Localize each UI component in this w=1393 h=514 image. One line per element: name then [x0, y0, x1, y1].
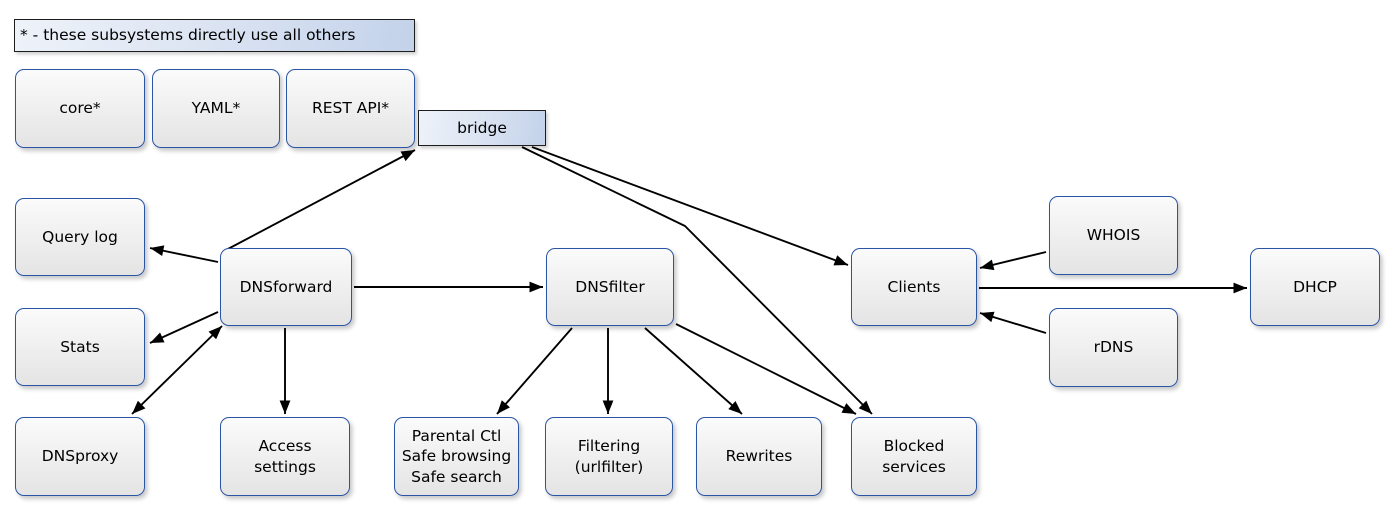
- arrowhead-e-bridge-blocked-end: [858, 400, 872, 414]
- node-dhcp[interactable]: DHCP: [1250, 248, 1380, 326]
- node-yaml[interactable]: YAML*: [152, 69, 280, 148]
- arrowhead-e-dnsforward-dnsfilter-end: [529, 281, 543, 293]
- node-filtering[interactable]: Filtering (urlfilter): [545, 417, 673, 496]
- node-stats[interactable]: Stats: [15, 308, 145, 386]
- node-access[interactable]: Access settings: [220, 417, 350, 496]
- node-label: DNSfilter: [575, 277, 645, 296]
- node-label: Query log: [42, 227, 118, 246]
- node-label: bridge: [457, 118, 507, 137]
- arrowhead-e-clients-dhcp-end: [1233, 282, 1247, 294]
- arrowhead-e-dnsforward-querylog-end: [150, 245, 165, 257]
- edge-line: [979, 251, 1047, 269]
- node-label: * - these subsystems directly use all ot…: [20, 26, 356, 45]
- legend-note[interactable]: * - these subsystems directly use all ot…: [14, 19, 415, 52]
- arrowhead-e-dnsproxy-dnsforward-end: [208, 326, 222, 340]
- edge-dnsfilter-to-rewrites: [644, 327, 743, 415]
- arrowhead-e-dnsproxy-dnsforward-start: [132, 400, 146, 414]
- node-label: Blocked services: [882, 437, 946, 476]
- arrowhead-e-dnsforward-stats-end: [150, 332, 165, 343]
- edge-line: [979, 312, 1047, 334]
- edge-dnsproxy-to-dnsforward: [131, 325, 223, 415]
- node-label: Clients: [887, 277, 941, 296]
- node-restapi[interactable]: REST API*: [286, 69, 415, 148]
- edge-clients-to-dhcp: [979, 282, 1247, 294]
- arrowhead-e-dnsforward-access-end: [279, 400, 291, 414]
- edge-dnsforward-to-stats: [149, 311, 219, 344]
- arrowhead-e-dnsforward-bridge-end: [400, 150, 415, 162]
- node-label: Parental Ctl Safe browsing Safe search: [401, 426, 512, 486]
- node-label: Stats: [60, 337, 100, 356]
- edge-whois-to-clients: [979, 251, 1047, 271]
- node-label: DNSforward: [239, 277, 333, 296]
- edge-dnsforward-to-querylog: [149, 245, 219, 263]
- edge-line: [225, 149, 416, 251]
- edge-dnsfilter-to-parental: [496, 327, 573, 415]
- edge-dnsforward-to-dnsfilter: [354, 281, 543, 293]
- edge-dnsforward-to-access: [279, 328, 291, 414]
- node-rdns[interactable]: rDNS: [1049, 308, 1178, 387]
- node-label: Access settings: [254, 437, 316, 476]
- node-label: DHCP: [1293, 277, 1337, 296]
- node-dnsforward[interactable]: DNSforward: [220, 248, 352, 326]
- edge-line: [131, 325, 223, 415]
- edge-line: [675, 323, 857, 415]
- arrowhead-e-dnsfilter-filtering-end: [602, 400, 614, 414]
- arrowhead-e-dnsfilter-parental-end: [497, 400, 510, 414]
- node-bridge[interactable]: bridge: [418, 110, 546, 146]
- edge-rdns-to-clients: [979, 311, 1047, 334]
- edge-line: [496, 327, 573, 415]
- node-rewrites[interactable]: Rewrites: [696, 417, 822, 496]
- node-label: WHOIS: [1086, 226, 1141, 245]
- node-core[interactable]: core*: [15, 69, 145, 148]
- node-label: core*: [59, 99, 101, 118]
- edge-line: [149, 247, 219, 263]
- arrowhead-e-rdns-clients-end: [980, 311, 995, 323]
- node-label: REST API*: [311, 99, 390, 118]
- arrowhead-e-bridge-clients-end: [833, 255, 848, 266]
- node-label: Rewrites: [725, 447, 793, 466]
- node-label: YAML*: [191, 99, 241, 118]
- arrowhead-e-whois-clients-end: [980, 259, 995, 271]
- arrowhead-e-dnsfilter-rewrites-end: [728, 401, 742, 414]
- node-blocked[interactable]: Blocked services: [851, 417, 977, 496]
- node-querylog[interactable]: Query log: [15, 198, 145, 276]
- edge-dnsfilter-to-filtering: [602, 328, 614, 414]
- node-dnsproxy[interactable]: DNSproxy: [15, 417, 145, 496]
- node-dnsfilter[interactable]: DNSfilter: [546, 248, 674, 326]
- edge-line: [149, 311, 219, 344]
- arrowhead-e-dnsfilter-blocked-end: [841, 403, 856, 414]
- node-whois[interactable]: WHOIS: [1049, 196, 1178, 275]
- edge-dnsfilter-to-blocked: [675, 323, 857, 415]
- node-label: rDNS: [1093, 338, 1134, 357]
- edge-line: [644, 327, 743, 415]
- node-parental[interactable]: Parental Ctl Safe browsing Safe search: [394, 417, 519, 496]
- node-clients[interactable]: Clients: [851, 248, 977, 326]
- node-label: DNSproxy: [41, 447, 119, 466]
- edge-dnsforward-to-bridge: [225, 149, 416, 251]
- node-label: Filtering (urlfilter): [574, 437, 644, 476]
